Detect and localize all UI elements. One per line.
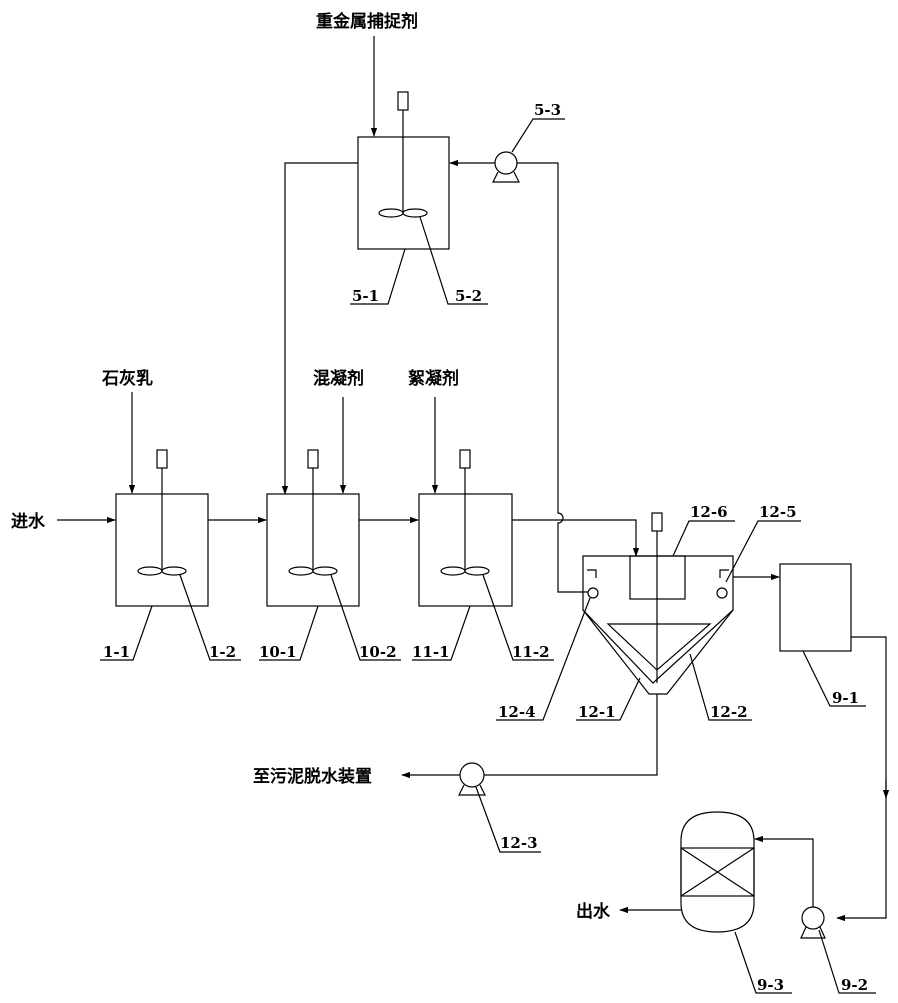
part-label-1-2: 1-2 (209, 643, 236, 661)
outlet-collector-12-5 (716, 587, 728, 599)
leader-12-4 (496, 597, 591, 721)
part-label-9-3: 9-3 (757, 976, 784, 994)
leader-9-2 (818, 929, 876, 994)
impeller-5-left (378, 208, 404, 218)
pump-12-3-base (458, 784, 486, 796)
impeller-10-left (288, 566, 314, 576)
leader-1-2 (179, 574, 241, 661)
to-sludge-dewatering-label: 至污泥脱水装置 (253, 766, 372, 787)
sludge-line (484, 694, 658, 776)
motor-12 (651, 512, 663, 532)
inlet-water-label: 进水 (11, 511, 46, 532)
leader-5-1 (350, 248, 406, 305)
inlet-distributor-12-4 (587, 587, 599, 599)
leader-11-2 (482, 574, 554, 661)
pump-9-2 (801, 906, 825, 930)
leader-9-3 (734, 931, 792, 994)
part-label-5-1: 5-1 (352, 287, 379, 305)
leader-5-3 (511, 118, 565, 153)
clarifier-12-1-inner-cone (582, 609, 734, 684)
leader-9-1 (802, 650, 866, 707)
tank-9-1 (779, 563, 852, 652)
part-label-10-2: 10-2 (359, 643, 397, 661)
right-weir (719, 569, 729, 578)
impeller-5-right (402, 208, 428, 218)
heavy-metal-agent-label: 重金属捕捉剂 (316, 11, 418, 32)
part-label-11-1: 11-1 (412, 643, 450, 661)
leader-1-1 (100, 605, 153, 661)
coagulant-label: 混凝剂 (313, 368, 364, 389)
pump-5-3-base (492, 171, 520, 183)
motor-5 (397, 91, 409, 111)
tank-5-1-outlet-line (281, 162, 358, 495)
pump-5-3 (494, 151, 518, 175)
part-label-9-2: 9-2 (841, 976, 868, 994)
clarifier-12-1-body (582, 555, 734, 695)
impeller-1-left (137, 566, 163, 576)
tank-9-1-outlet-line (836, 636, 887, 922)
part-label-9-1: 9-1 (832, 689, 859, 707)
part-label-12-1: 12-1 (578, 703, 616, 721)
impeller-11-left (440, 566, 466, 576)
leader-12-1 (576, 677, 641, 721)
recycle-line-to-pump-5-3 (517, 162, 588, 593)
impeller-11-right (464, 566, 490, 576)
leader-11-1 (412, 605, 471, 661)
motor-11 (459, 449, 471, 469)
leader-12-6 (672, 520, 735, 557)
part-label-5-2: 5-2 (455, 287, 482, 305)
outlet-water-label: 出水 (576, 901, 611, 922)
part-label-12-4: 12-4 (498, 703, 536, 721)
left-weir (587, 569, 597, 578)
column-9-3-packing (680, 847, 755, 897)
part-label-1-1: 1-1 (103, 643, 130, 661)
scraper-12-2 (606, 623, 712, 671)
part-label-12-3: 12-3 (500, 834, 538, 852)
motor-1 (156, 449, 168, 469)
part-label-5-3: 5-3 (534, 101, 561, 119)
leader-10-2 (330, 574, 401, 661)
impeller-10-right (312, 566, 338, 576)
leader-12-3 (475, 786, 541, 853)
part-label-10-1: 10-1 (259, 643, 297, 661)
packing-cross-b (680, 847, 755, 897)
column-9-3 (680, 811, 755, 933)
lime-milk-label: 石灰乳 (101, 368, 153, 389)
leader-5-2 (419, 216, 488, 305)
leader-12-2 (689, 653, 752, 721)
flow-11-to-clarifier (512, 519, 640, 557)
impeller-1-right (161, 566, 187, 576)
pump-9-2-outlet-line (754, 835, 814, 907)
motor-10 (307, 449, 319, 469)
leader-12-5 (725, 520, 801, 583)
part-label-12-5: 12-5 (759, 503, 797, 521)
part-label-12-6: 12-6 (690, 503, 728, 521)
pump-9-2-base (800, 926, 826, 939)
flocculant-label: 絮凝剂 (408, 368, 459, 389)
part-label-11-2: 11-2 (512, 643, 550, 661)
part-label-12-2: 12-2 (710, 703, 748, 721)
pump-12-3 (459, 762, 485, 788)
leader-10-1 (259, 605, 319, 661)
